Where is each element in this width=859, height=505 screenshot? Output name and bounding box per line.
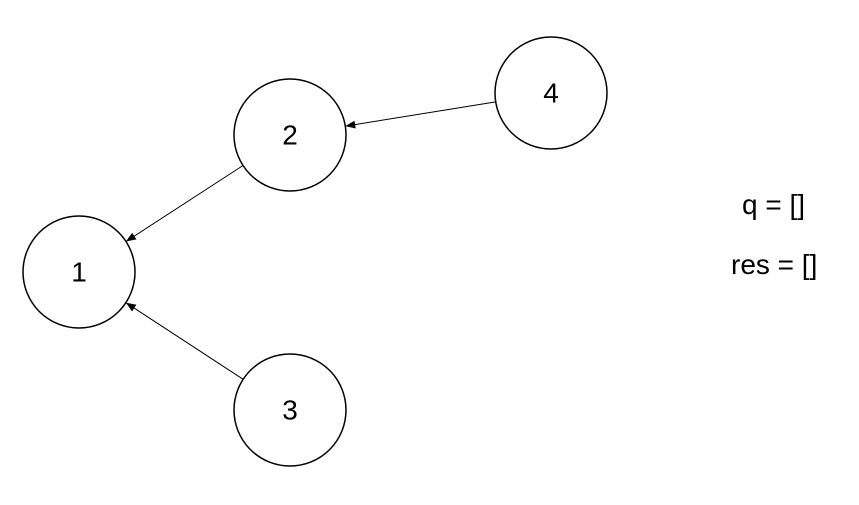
result-state-text: res = [] <box>731 249 818 280</box>
node-3: 3 <box>233 353 347 467</box>
node-label: 4 <box>543 78 559 109</box>
queue-state-text: q = [] <box>742 189 806 220</box>
node-1: 1 <box>22 215 136 329</box>
node-4: 4 <box>494 36 608 150</box>
node-circle <box>233 78 347 192</box>
node-circle <box>233 353 347 467</box>
edges-group <box>125 101 496 380</box>
node-circle <box>494 36 608 150</box>
node-label: 2 <box>282 120 298 151</box>
edge-3-to-1 <box>125 302 244 380</box>
edge-2-to-1 <box>125 165 244 242</box>
nodes-group: 1 2 3 4 <box>22 36 608 467</box>
node-2: 2 <box>233 78 347 192</box>
edge-4-to-2 <box>345 101 496 129</box>
node-circle <box>22 215 136 329</box>
node-label: 1 <box>71 257 87 288</box>
node-label: 3 <box>282 395 298 426</box>
